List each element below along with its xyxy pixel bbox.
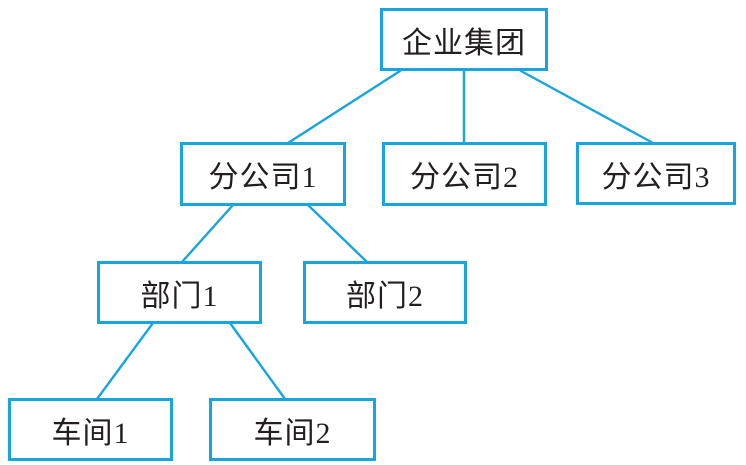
- node-workshop-1: 车间1: [8, 398, 173, 461]
- edge-branch-1-to-dept-2: [306, 203, 369, 264]
- node-branch-2: 分公司2: [382, 142, 547, 206]
- edge-group-to-branch-1: [286, 69, 402, 145]
- node-branch-1: 分公司1: [180, 142, 346, 206]
- node-workshop-2: 车间2: [209, 398, 376, 461]
- node-dept-1: 部门1: [97, 261, 262, 324]
- edge-group-to-branch-3: [519, 69, 655, 145]
- edge-dept-1-to-workshop-2: [228, 321, 287, 401]
- edge-branch-1-to-dept-1: [180, 203, 235, 264]
- edge-dept-1-to-workshop-1: [95, 321, 155, 401]
- node-enterprise-group: 企业集团: [380, 8, 548, 71]
- node-dept-2: 部门2: [303, 261, 467, 324]
- node-branch-3: 分公司3: [576, 142, 736, 205]
